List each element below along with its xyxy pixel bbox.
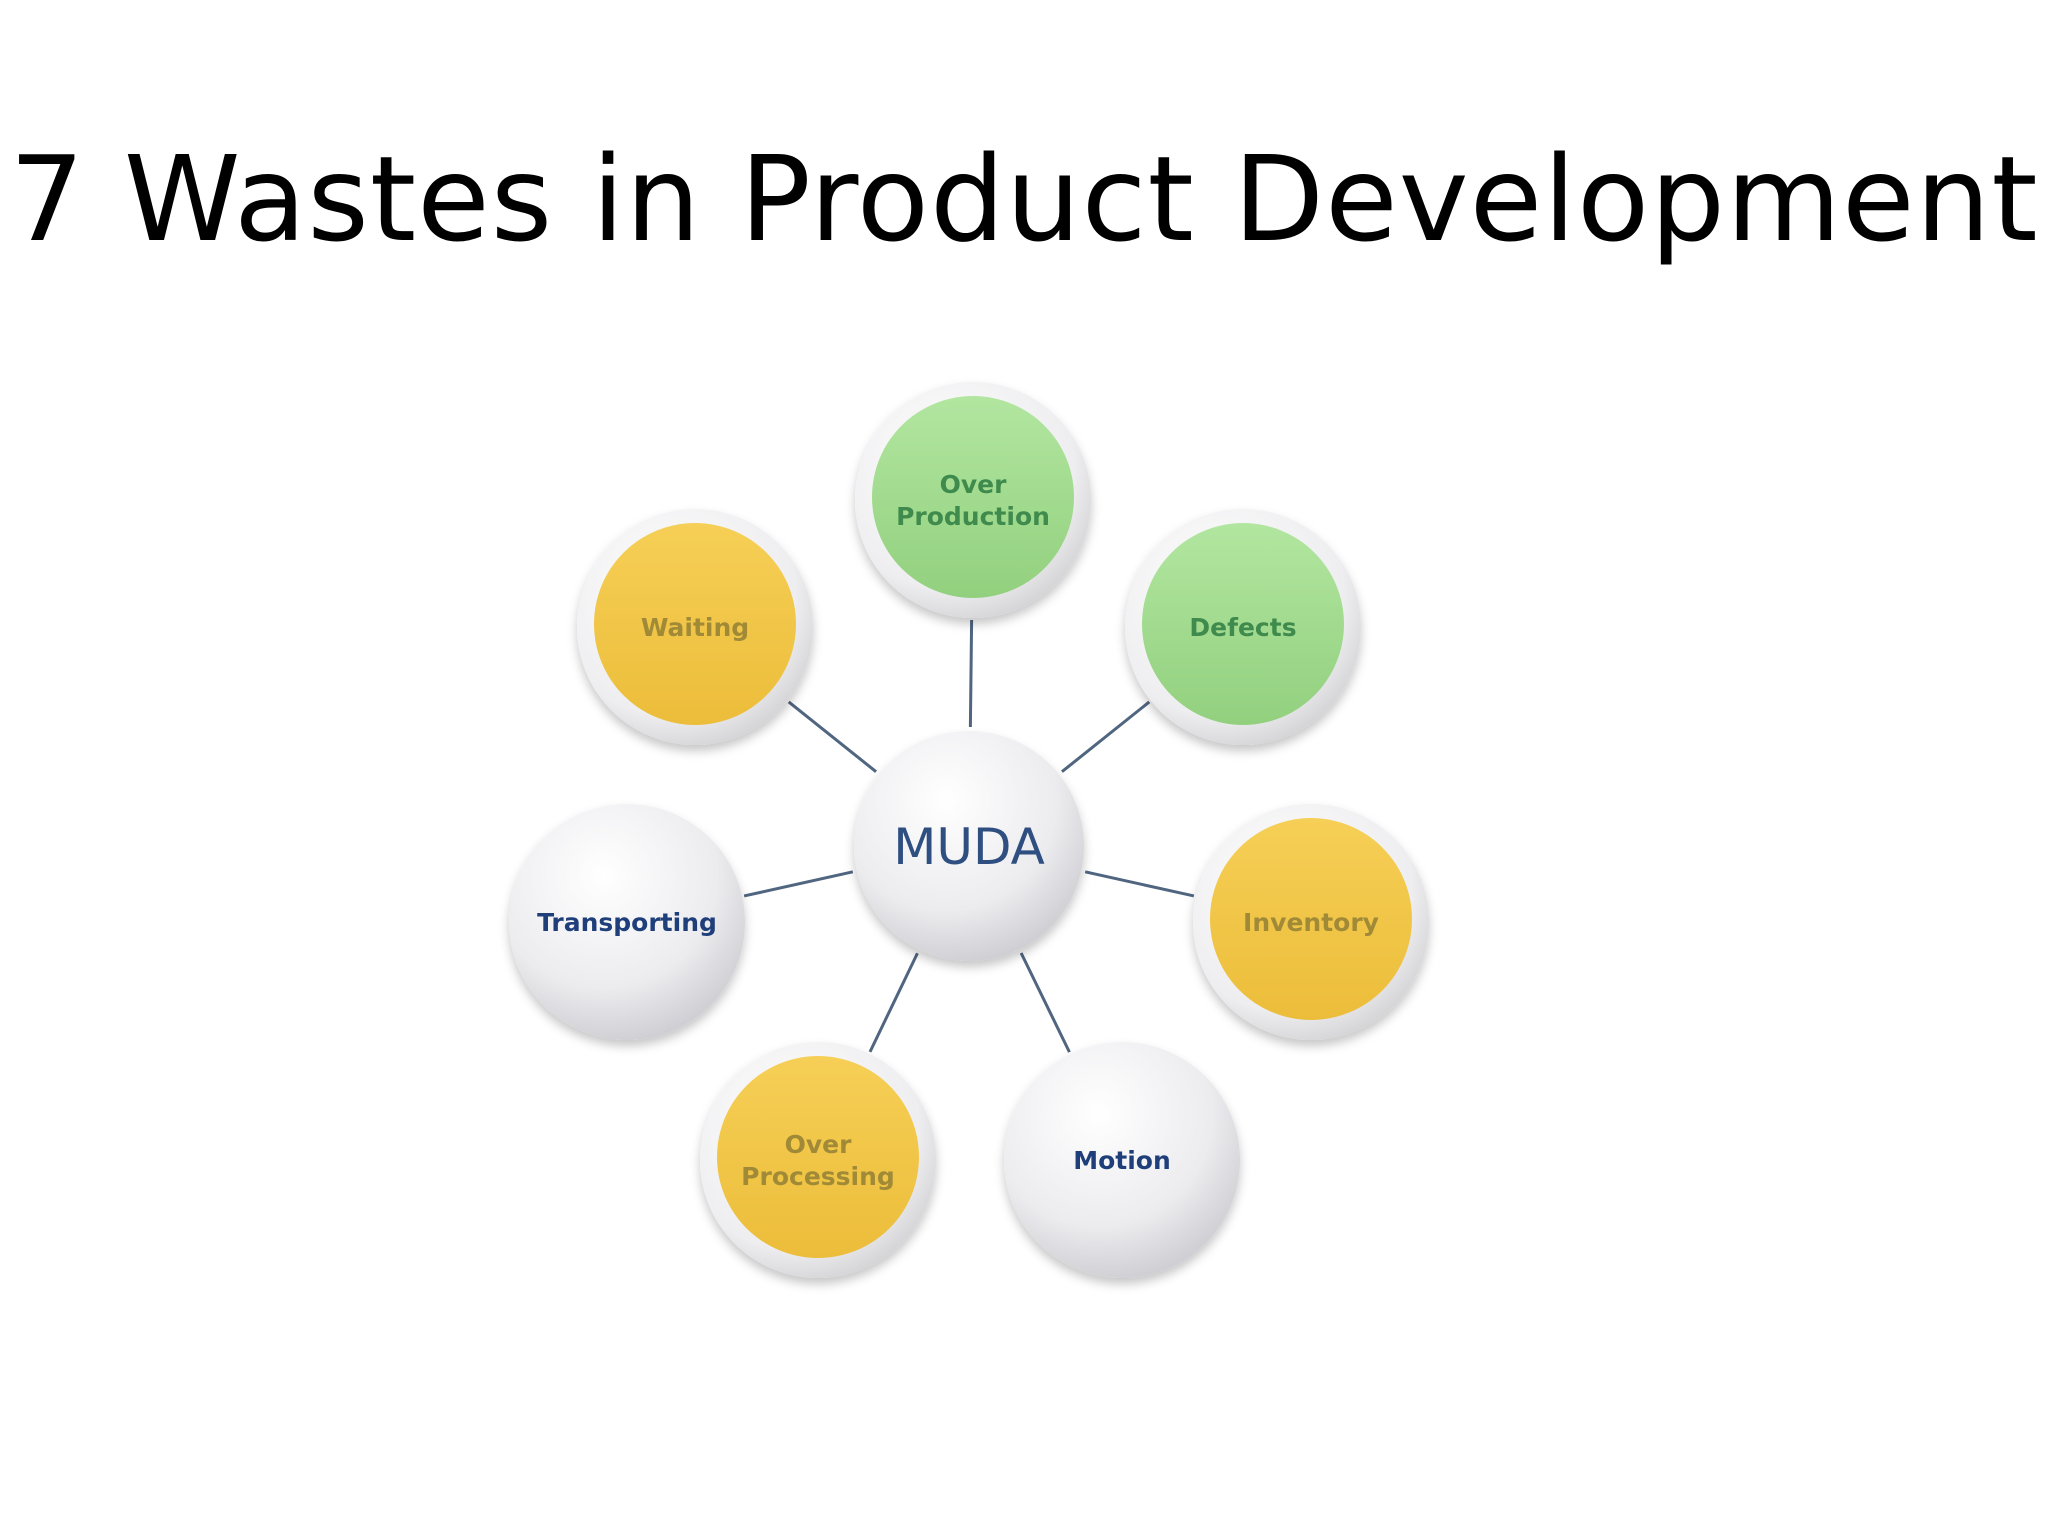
hub-label: MUDA bbox=[893, 818, 1045, 876]
node-transporting: Transporting bbox=[509, 804, 745, 1040]
connector-defects bbox=[1061, 700, 1151, 773]
node-inventory: Inventory bbox=[1193, 804, 1429, 1040]
node-waiting-fill bbox=[594, 523, 796, 725]
slide-title: 7 Wastes in Product Development bbox=[9, 130, 2039, 268]
node-over-production-fill bbox=[872, 396, 1074, 598]
node-defects-label: Defects bbox=[1189, 613, 1296, 642]
node-waiting: Waiting bbox=[577, 509, 813, 745]
node-motion: Motion bbox=[1004, 1042, 1240, 1278]
waste-nodes: MUDAOverProductionDefectsInventoryMotion… bbox=[509, 382, 1429, 1278]
connector-waiting bbox=[787, 700, 877, 773]
node-over-production-label: Over bbox=[940, 470, 1008, 499]
muda-hub-circle bbox=[854, 731, 1084, 961]
connector-transporting bbox=[743, 870, 854, 898]
connector-over-processing bbox=[868, 952, 919, 1053]
node-over-production-label: Production bbox=[896, 502, 1050, 531]
node-inventory-fill bbox=[1210, 818, 1412, 1020]
connector-motion bbox=[1019, 952, 1071, 1053]
node-transporting-circle bbox=[509, 804, 745, 1040]
node-over-processing-label: Over bbox=[785, 1130, 853, 1159]
node-defects: Defects bbox=[1125, 509, 1361, 745]
connector-over-production bbox=[968, 619, 974, 728]
node-defects-fill bbox=[1142, 523, 1344, 725]
node-motion-label: Motion bbox=[1073, 1146, 1171, 1175]
node-motion-circle bbox=[1004, 1042, 1240, 1278]
node-transporting-label: Transporting bbox=[537, 908, 717, 937]
node-over-processing-fill bbox=[717, 1056, 919, 1258]
connector-inventory bbox=[1084, 870, 1195, 898]
muda-hub: MUDA bbox=[854, 731, 1084, 961]
node-waiting-label: Waiting bbox=[641, 613, 749, 642]
node-over-processing-label: Processing bbox=[741, 1162, 895, 1191]
node-inventory-label: Inventory bbox=[1243, 908, 1379, 937]
connectors bbox=[743, 619, 1195, 1053]
